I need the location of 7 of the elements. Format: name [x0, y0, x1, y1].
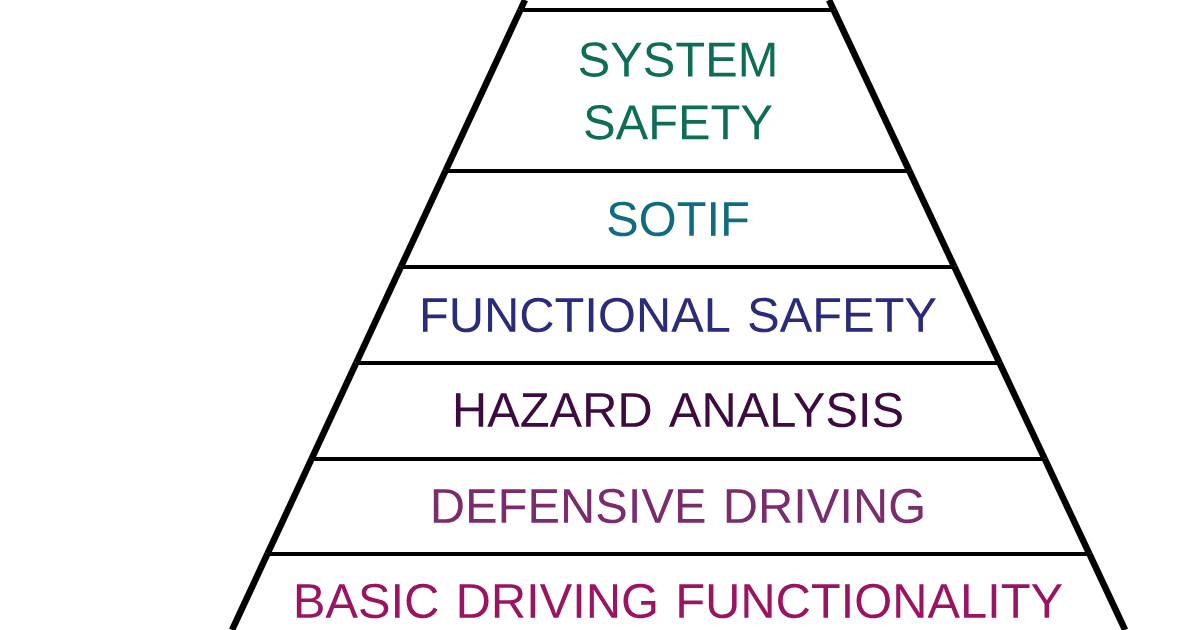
pyramid-level: SYSTEM SAFETY [442, 8, 913, 173]
pyramid-level: DEFENSIVE DRIVING [264, 457, 1093, 556]
pyramid-level: SOTIF [397, 169, 958, 269]
pyramid-level [517, 0, 837, 12]
pyramid-level: BASIC DRIVING FUNCTIONALITY [229, 552, 1129, 630]
pyramid-level: FUNCTIONAL SAFETY [353, 265, 1003, 365]
pyramid-level: HAZARD ANALYSIS [308, 361, 1048, 461]
